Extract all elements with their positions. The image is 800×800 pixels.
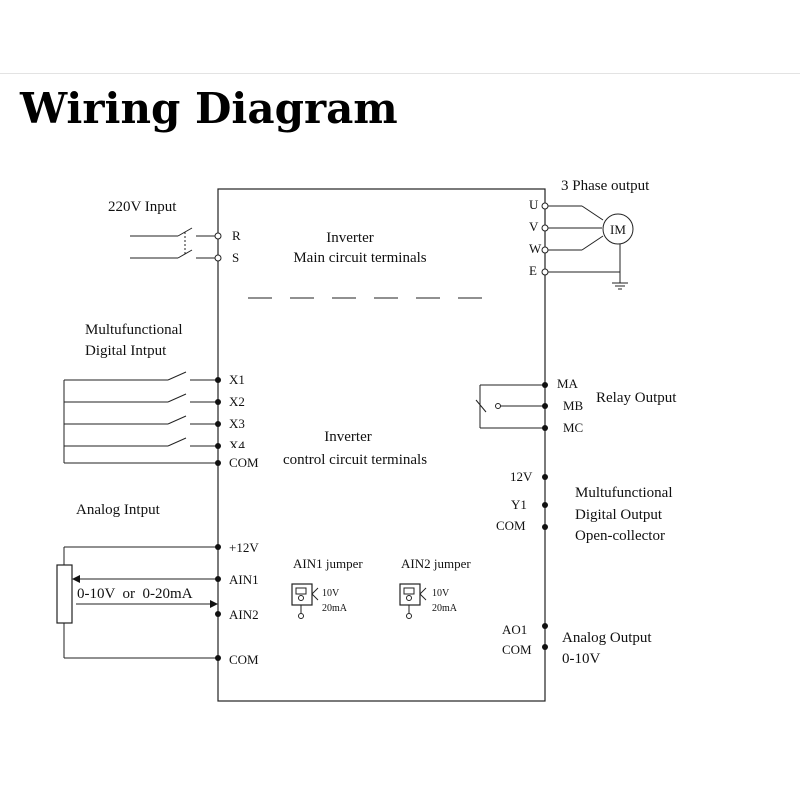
main-block-title: Inverter bbox=[326, 230, 373, 246]
analog-input-label: Analog Intput bbox=[76, 502, 161, 518]
terminal-ain1-label: AIN1 bbox=[229, 572, 259, 587]
relay-label: Relay Output bbox=[596, 390, 677, 406]
terminal-ai-com bbox=[215, 655, 221, 661]
relay-contact bbox=[495, 403, 501, 409]
jumper-ain2-opt2: 20mA bbox=[432, 603, 458, 614]
terminal-do-com-label: COM bbox=[496, 518, 526, 533]
terminal-x2-label: X2 bbox=[229, 394, 245, 409]
jumper-ain2-label: AIN2 jumper bbox=[401, 556, 471, 571]
terminal-mc-label: MC bbox=[563, 420, 583, 435]
terminal-r bbox=[214, 232, 222, 240]
terminal-ma bbox=[542, 382, 548, 388]
terminal-w bbox=[541, 246, 549, 254]
terminal-ao1-label: AO1 bbox=[502, 622, 527, 637]
terminal-12v-label: 12V bbox=[510, 469, 533, 484]
terminal-y1-label: Y1 bbox=[511, 497, 527, 512]
terminal-x2 bbox=[215, 399, 221, 405]
terminal-ain2-label: AIN2 bbox=[229, 607, 259, 622]
page-title: Wiring Diagram bbox=[20, 84, 398, 133]
terminal-x3-label: X3 bbox=[229, 416, 245, 431]
terminal-e bbox=[541, 268, 549, 276]
terminal-ao-com bbox=[542, 644, 548, 650]
terminal-ai-com-label: COM bbox=[229, 652, 259, 667]
terminal-s bbox=[214, 254, 222, 262]
terminal-ao-com-label: COM bbox=[502, 642, 532, 657]
terminal-x1-label: X1 bbox=[229, 372, 245, 387]
terminal-mb bbox=[542, 403, 548, 409]
terminal-ain2 bbox=[215, 611, 221, 617]
analog-output-label-2: 0-10V bbox=[562, 651, 600, 667]
terminal-v-label: V bbox=[529, 219, 539, 234]
terminal-e-label: E bbox=[529, 263, 537, 278]
terminal-x3 bbox=[215, 421, 221, 427]
terminal-mb-label: MB bbox=[563, 398, 584, 413]
terminal-12v bbox=[542, 474, 548, 480]
terminal-s-label: S bbox=[232, 250, 239, 265]
terminal-u-label: U bbox=[529, 197, 539, 212]
digital-input-label-2: Digital Intput bbox=[85, 343, 167, 359]
analog-range-label: 0-10V or 0-20mA bbox=[77, 586, 193, 602]
terminal-ao1 bbox=[542, 623, 548, 629]
jumper-ain1-opt1: 10V bbox=[322, 588, 340, 599]
terminal-u bbox=[541, 202, 549, 210]
power-input-wiring bbox=[130, 227, 215, 259]
terminal-mc bbox=[542, 425, 548, 431]
terminal-plus12v-label: +12V bbox=[229, 540, 259, 555]
relay-wiring bbox=[475, 384, 545, 429]
terminal-di-com-label: COM bbox=[229, 455, 259, 470]
label-mask bbox=[226, 448, 266, 456]
terminal-x4 bbox=[215, 443, 221, 449]
power-input-label: 220V Input bbox=[108, 199, 177, 215]
output-label: 3 Phase output bbox=[561, 178, 650, 194]
digital-output-label-2: Digital Output bbox=[575, 507, 663, 523]
motor-label: IM bbox=[610, 222, 626, 237]
digital-output-label-3: Open-collector bbox=[575, 528, 665, 544]
control-block-title: Inverter bbox=[324, 429, 371, 445]
jumper-ain2-icon bbox=[399, 583, 427, 619]
motor-wiring bbox=[548, 205, 628, 290]
digital-input-wiring bbox=[63, 371, 218, 464]
jumper-ain2-opt1: 10V bbox=[432, 588, 450, 599]
terminal-x1 bbox=[215, 377, 221, 383]
terminal-ain1 bbox=[215, 576, 221, 582]
terminal-plus12v bbox=[215, 544, 221, 550]
motor-icon bbox=[602, 213, 634, 245]
terminal-w-label: W bbox=[529, 241, 542, 256]
top-divider bbox=[0, 73, 800, 74]
jumper-ain1-icon bbox=[291, 583, 319, 619]
analog-input-wiring bbox=[56, 546, 218, 659]
main-block-subtitle: Main circuit terminals bbox=[293, 250, 426, 266]
control-block-subtitle: control circuit terminals bbox=[283, 452, 427, 468]
terminal-di-com bbox=[215, 460, 221, 466]
digital-input-label-1: Multufunctional bbox=[85, 322, 183, 338]
terminal-y1 bbox=[542, 502, 548, 508]
jumper-ain1-label: AIN1 jumper bbox=[293, 556, 363, 571]
jumper-ain1-opt2: 20mA bbox=[322, 603, 348, 614]
terminal-ma-label: MA bbox=[557, 376, 579, 391]
terminal-r-label: R bbox=[232, 228, 241, 243]
digital-output-label-1: Multufunctional bbox=[575, 485, 673, 501]
terminal-do-com bbox=[542, 524, 548, 530]
analog-output-label-1: Analog Output bbox=[562, 630, 652, 646]
terminal-v bbox=[541, 224, 549, 232]
